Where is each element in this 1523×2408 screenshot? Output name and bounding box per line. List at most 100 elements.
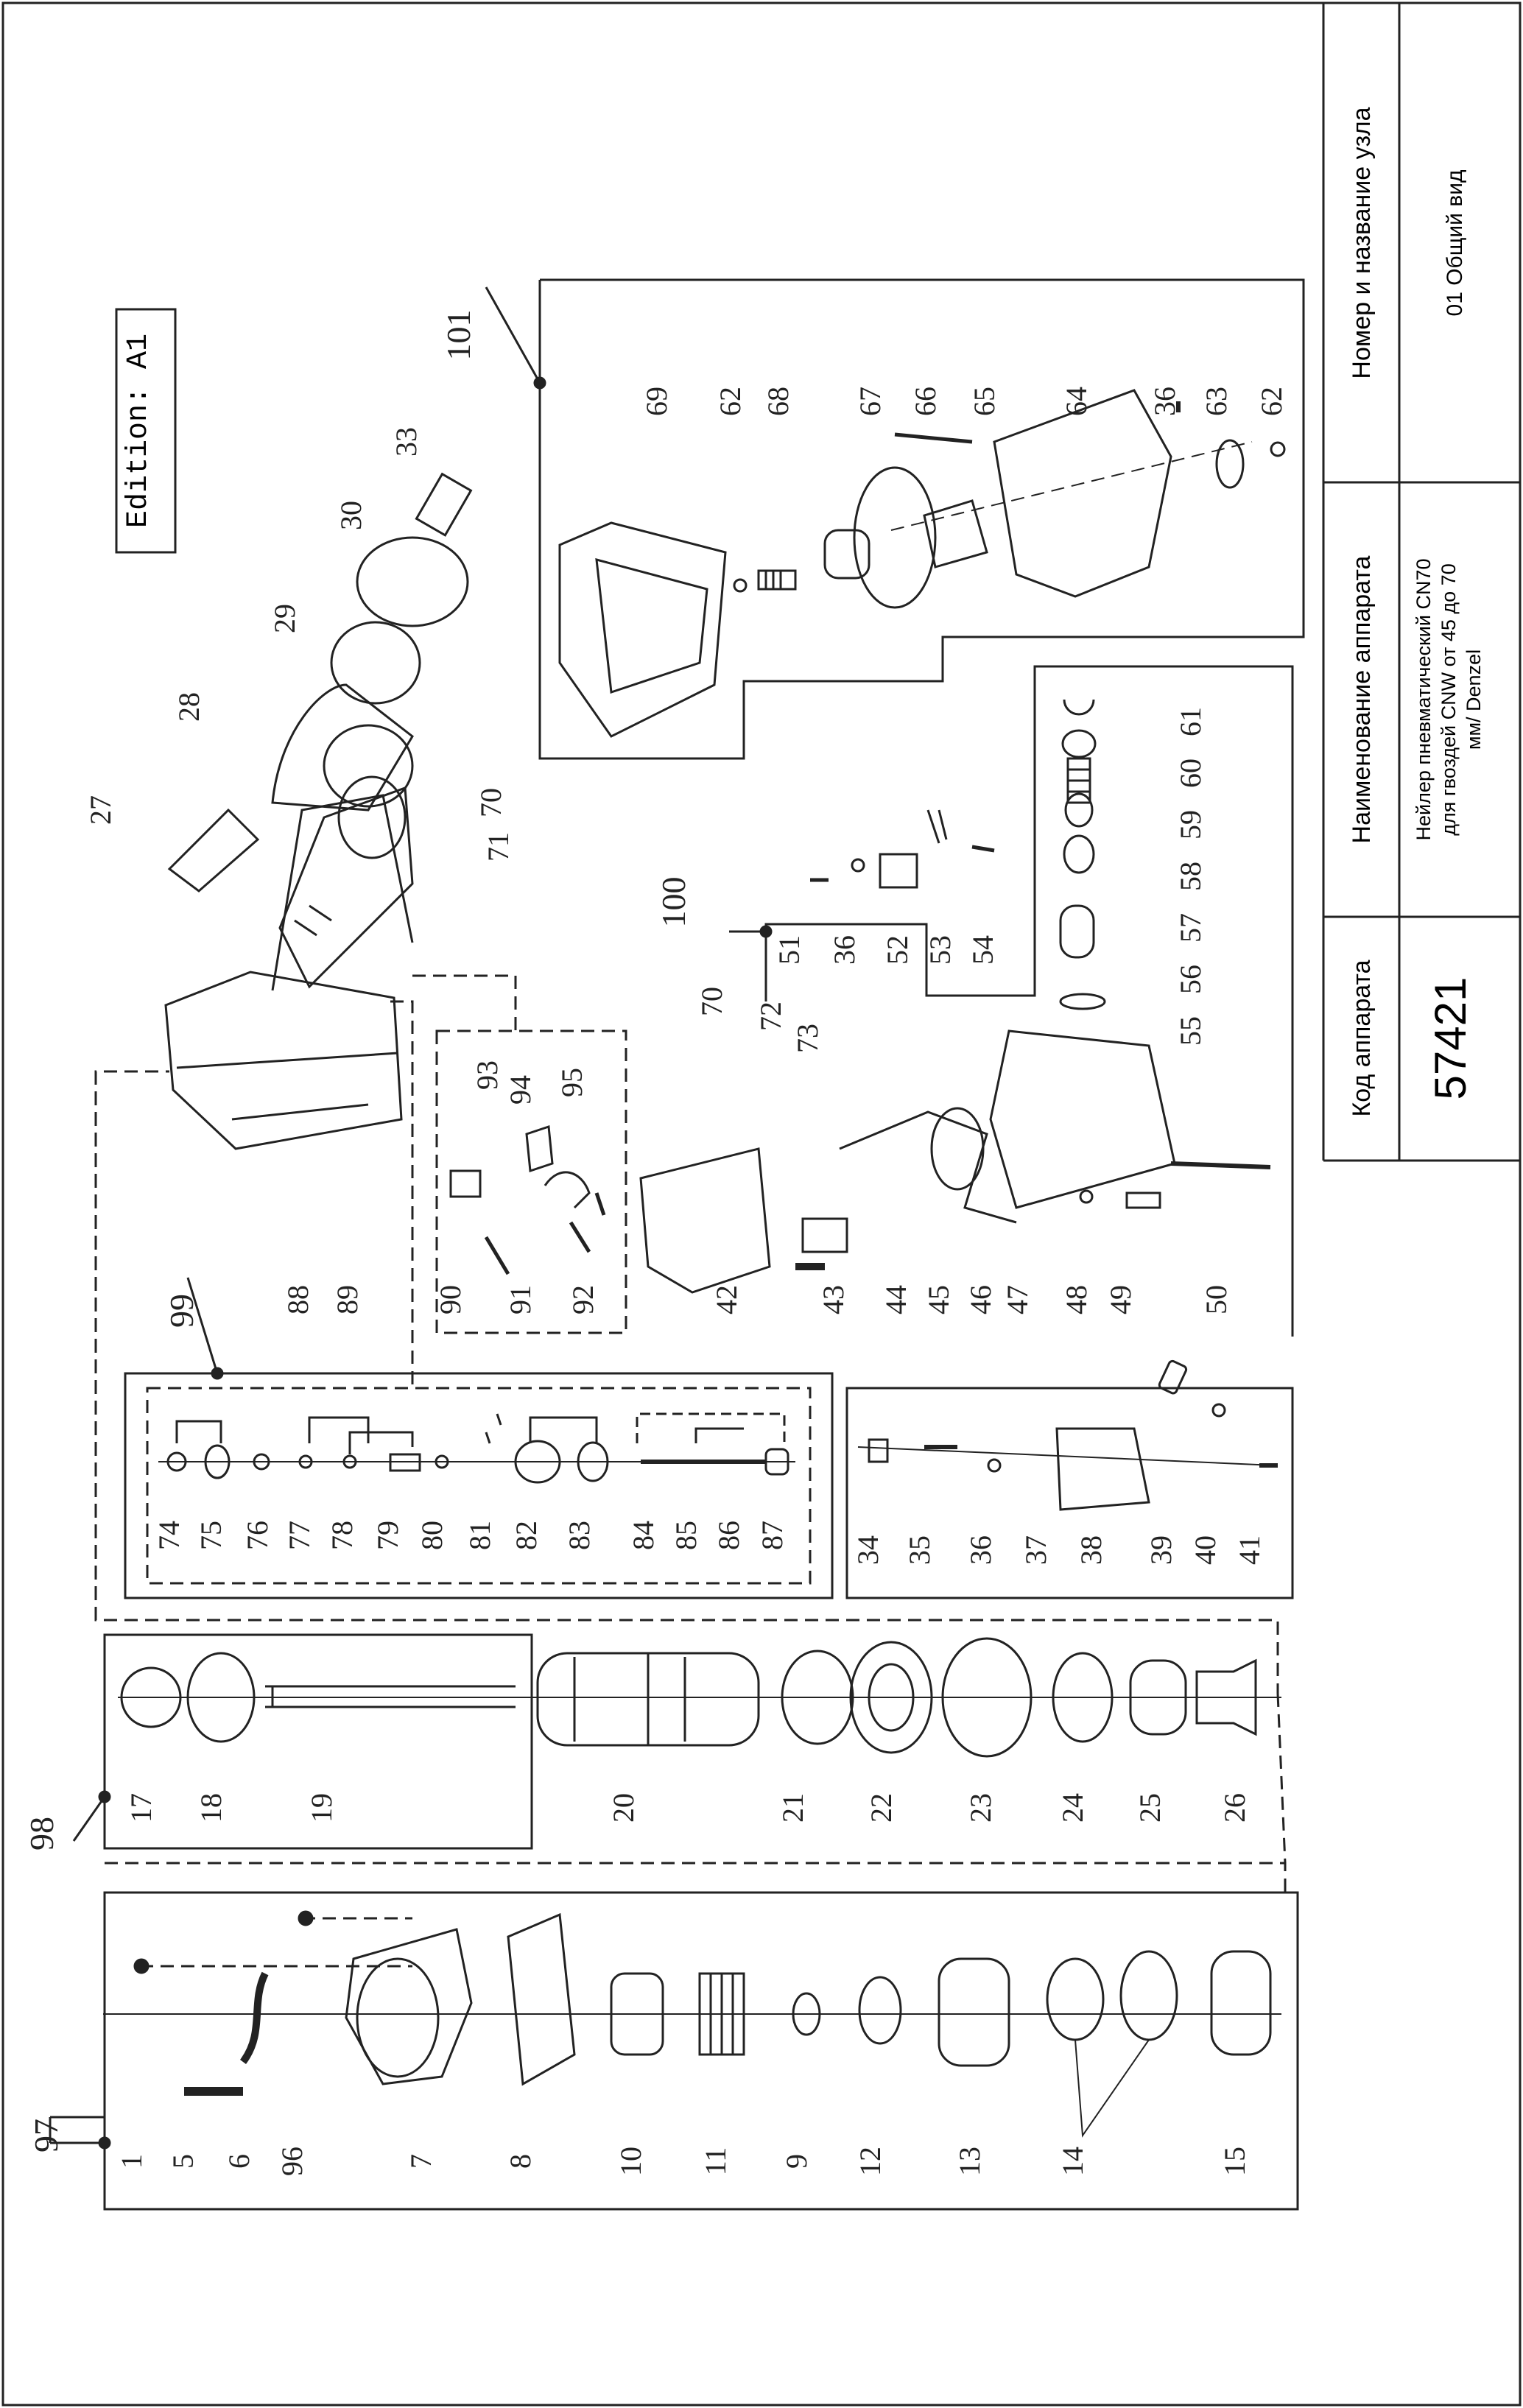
code-value: 57421 — [1426, 977, 1475, 1100]
part-label-7: 7 — [404, 2154, 437, 2169]
part-label-88: 88 — [281, 1285, 314, 1314]
group-99-frame — [124, 1372, 834, 1599]
part-label-59: 59 — [1174, 810, 1207, 839]
part-label-39: 39 — [1144, 1535, 1178, 1565]
part-label-44: 44 — [879, 1285, 912, 1314]
part-label-36: 36 — [964, 1535, 997, 1565]
part-label-12: 12 — [854, 2147, 887, 2176]
group-label-98: 98 — [23, 1817, 60, 1851]
node-header: Номер и название узла — [1348, 107, 1376, 379]
part-label-23: 23 — [964, 1793, 997, 1823]
group-101-frame — [538, 278, 1305, 760]
part-label-80: 80 — [415, 1521, 449, 1550]
part-label-20: 20 — [607, 1793, 640, 1823]
part-label-14: 14 — [1056, 2147, 1089, 2176]
part-label-81: 81 — [463, 1521, 496, 1550]
part-shapes — [103, 389, 1286, 2138]
part-label-86: 86 — [712, 1521, 745, 1550]
part-label-27: 27 — [84, 795, 117, 825]
part-label-72: 72 — [754, 1001, 787, 1031]
part-label-28: 28 — [172, 692, 205, 722]
part-label-91: 91 — [504, 1285, 537, 1314]
part-label-38: 38 — [1074, 1535, 1108, 1565]
group-100-frame — [764, 665, 1294, 1337]
part-label-70: 70 — [474, 788, 507, 817]
group-frames — [94, 278, 1305, 2211]
part-label-60: 60 — [1174, 758, 1207, 788]
group-label-set: 97 98 99 100 101 — [23, 310, 692, 2153]
part-label-93: 93 — [471, 1060, 504, 1090]
name-value-line-3: мм/ Denzel — [1463, 649, 1485, 750]
part-label-13: 13 — [953, 2147, 986, 2176]
group-label-100: 100 — [655, 877, 692, 928]
name-value-line-2: для гвоздей CNW от 45 до 70 — [1438, 563, 1460, 835]
part-label-83: 83 — [563, 1521, 596, 1550]
part-label-17: 17 — [124, 1793, 158, 1823]
part-label-49: 49 — [1104, 1285, 1137, 1314]
part-label-15: 15 — [1218, 2147, 1251, 2176]
part-label-61: 61 — [1174, 707, 1207, 736]
group-label-101: 101 — [440, 310, 477, 361]
part-label-29: 29 — [268, 604, 301, 633]
part-label-21: 21 — [776, 1793, 809, 1823]
part-label-79: 79 — [371, 1521, 404, 1550]
part-label-54: 54 — [966, 935, 999, 965]
part-label-94: 94 — [504, 1075, 537, 1105]
part-label-87: 87 — [756, 1521, 789, 1550]
part-label-26: 26 — [1218, 1793, 1251, 1823]
part-label-67: 67 — [854, 387, 887, 416]
part-label-47: 47 — [1001, 1285, 1034, 1314]
part-label-45: 45 — [922, 1285, 955, 1314]
part-label-6: 6 — [222, 2154, 256, 2169]
part-label-8: 8 — [504, 2154, 537, 2169]
part-label-63: 63 — [1200, 387, 1233, 416]
part-label-24: 24 — [1056, 1793, 1089, 1823]
part-label-62: 62 — [1255, 387, 1288, 416]
part-label-92: 92 — [566, 1285, 599, 1314]
part-label-10: 10 — [614, 2147, 647, 2176]
part-label-55: 55 — [1174, 1016, 1207, 1046]
edition-label: Edition: A1 — [122, 334, 155, 528]
trigger-frame — [845, 1387, 1294, 1599]
part-label-96: 96 — [275, 2147, 309, 2176]
part-label-1: 1 — [115, 2154, 148, 2169]
part-label-82: 82 — [510, 1521, 543, 1550]
part-label-69: 69 — [640, 387, 673, 416]
code-header: Код аппарата — [1348, 960, 1376, 1116]
part-label-75: 75 — [194, 1521, 228, 1550]
part-label-70: 70 — [695, 987, 728, 1016]
part-label-90: 90 — [434, 1285, 467, 1314]
part-label-42: 42 — [710, 1285, 743, 1314]
part-label-73: 73 — [791, 1024, 824, 1053]
part-label-78: 78 — [326, 1521, 359, 1550]
part-label-62: 62 — [714, 387, 747, 416]
part-label-56: 56 — [1174, 965, 1207, 994]
part-label-51: 51 — [773, 935, 806, 965]
part-label-71: 71 — [482, 832, 515, 862]
part-label-22: 22 — [865, 1793, 898, 1823]
part-label-33: 33 — [390, 427, 423, 457]
group-label-99: 99 — [163, 1294, 200, 1328]
part-label-5: 5 — [166, 2154, 200, 2169]
part-label-34: 34 — [851, 1535, 884, 1565]
group-leaders — [49, 286, 773, 2150]
part-label-50: 50 — [1200, 1285, 1233, 1314]
part-label-46: 46 — [964, 1285, 997, 1314]
part-label-9: 9 — [780, 2154, 813, 2169]
part-label-37: 37 — [1019, 1535, 1052, 1565]
subgroup-93-95-frame — [435, 1029, 627, 1334]
part-label-77: 77 — [283, 1521, 316, 1550]
title-block: Код аппарата 57421 Наименование аппарата… — [1322, 3, 1520, 1162]
part-label-65: 65 — [968, 387, 1001, 416]
part-label-85: 85 — [669, 1521, 703, 1550]
name-header: Наименование аппарата — [1348, 555, 1376, 843]
part-label-41: 41 — [1233, 1535, 1266, 1565]
part-label-43: 43 — [817, 1285, 850, 1314]
part-label-11: 11 — [699, 2147, 732, 2176]
part-label-30: 30 — [334, 501, 367, 530]
part-label-18: 18 — [194, 1793, 228, 1823]
name-value-line-1: Нейлер пневматический CN70 — [1413, 559, 1435, 841]
group-99-inner — [146, 1387, 812, 1585]
part-label-25: 25 — [1133, 1793, 1167, 1823]
